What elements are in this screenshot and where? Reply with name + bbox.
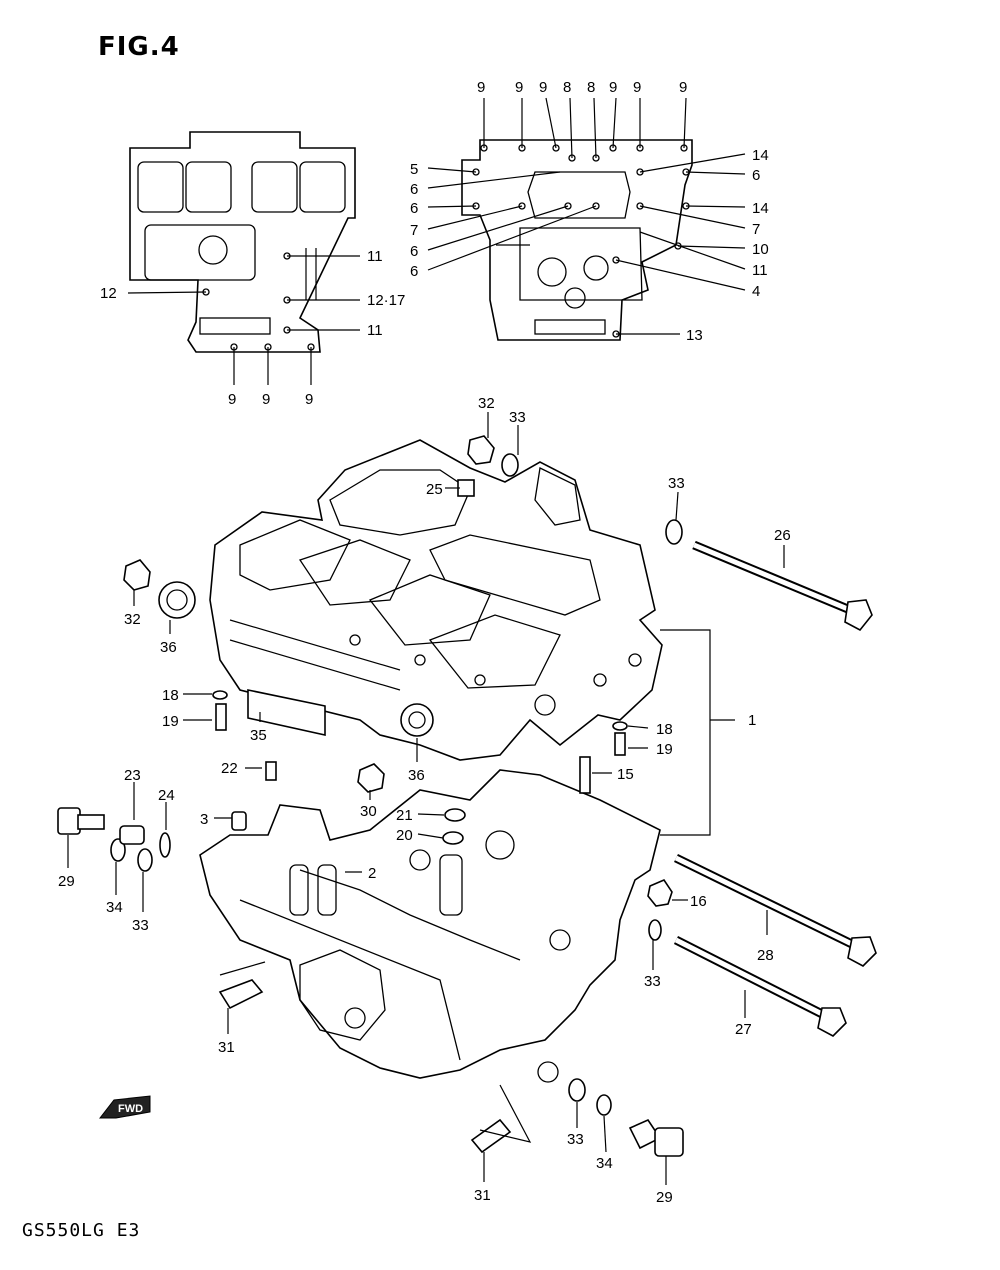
lower-crankcase	[199, 769, 661, 1083]
callout-label: 4	[752, 283, 760, 300]
fwd-arrow-icon: FWD	[98, 1095, 151, 1119]
callout-label: 11	[752, 262, 768, 279]
callout-label: 6	[752, 167, 760, 184]
callout-label: 9	[262, 391, 270, 408]
callout-label: 5	[410, 161, 418, 178]
callout-label: 27	[735, 1021, 752, 1038]
callout-label: 3	[200, 811, 208, 828]
callout-label: 33	[567, 1131, 584, 1148]
brackets-31	[218, 979, 512, 1154]
callout-label: 1	[748, 712, 756, 729]
callout-label: 18	[162, 687, 179, 704]
callout-label: 6	[410, 263, 418, 280]
callout-label: 33	[132, 917, 149, 934]
callout-label: 29	[58, 873, 75, 890]
callout-label: 33	[668, 475, 685, 492]
callout-label: 9	[228, 391, 236, 408]
callout-label: 33	[509, 409, 526, 426]
figure-title: FIG.4	[98, 32, 180, 62]
callout-label: 9	[633, 79, 641, 96]
callout-label: 9	[539, 79, 547, 96]
callout-label: 20	[396, 827, 413, 844]
callout-label: 6	[410, 181, 418, 198]
callout-label: 18	[656, 721, 673, 738]
callout-label: 10	[752, 241, 769, 258]
callout-label: 19	[656, 741, 673, 758]
callout-label: 9	[609, 79, 617, 96]
fwd-label: FWD	[118, 1103, 143, 1115]
callout-label: 22	[221, 760, 238, 777]
bolt-29-left	[57, 807, 105, 835]
callout-label: 33	[644, 973, 661, 990]
callout-label: 2	[368, 865, 376, 882]
callout-label: 19	[162, 713, 179, 730]
callout-label: 15	[617, 766, 634, 783]
bolt-28	[674, 853, 877, 967]
bolt-27	[673, 935, 847, 1037]
callout-label: 31	[474, 1187, 491, 1204]
washers	[110, 453, 683, 1116]
callout-label: 6	[410, 200, 418, 217]
model-code: GS550LG E3	[22, 1220, 141, 1241]
callout-label: 23	[124, 767, 141, 784]
callout-label: 30	[360, 803, 377, 820]
callout-label: 12·17	[367, 292, 405, 309]
callout-label: 7	[752, 221, 760, 238]
bolt-26	[692, 540, 873, 632]
callout-label: 8	[563, 79, 571, 96]
callout-label: 24	[158, 787, 175, 804]
callout-label: 31	[218, 1039, 235, 1056]
callout-label: 32	[478, 395, 495, 412]
main-leader-lines	[67, 412, 785, 1185]
callout-label: 25	[426, 481, 443, 498]
callout-label: 14	[752, 147, 769, 164]
callout-label: 32	[124, 611, 141, 628]
upper-left-leader-lines	[127, 255, 360, 385]
callout-label: 26	[774, 527, 791, 544]
callout-label: 14	[752, 200, 769, 217]
callout-label: 21	[396, 807, 413, 824]
callout-label: 35	[250, 727, 267, 744]
callout-label: 29	[656, 1189, 673, 1206]
callout-label: 36	[160, 639, 177, 656]
callout-label: 9	[515, 79, 523, 96]
nuts-and-gears	[119, 435, 673, 907]
callout-label: 11	[367, 248, 383, 265]
bolt-29-bottom	[628, 1118, 684, 1157]
callout-label: 11	[367, 322, 383, 339]
callout-label: 34	[106, 899, 123, 916]
callout-label: 8	[587, 79, 595, 96]
callout-label: 12	[100, 285, 117, 302]
callout-label: 13	[686, 327, 703, 344]
upper-case-top-view	[129, 131, 356, 353]
callout-label: 9	[305, 391, 313, 408]
lower-case-bottom-view	[461, 139, 693, 341]
callout-label: 36	[408, 767, 425, 784]
callout-label: 9	[477, 79, 485, 96]
callout-label: 28	[757, 947, 774, 964]
callout-label: 9	[679, 79, 687, 96]
callout-label: 16	[690, 893, 707, 910]
callout-label: 7	[410, 222, 418, 239]
callout-label: 6	[410, 243, 418, 260]
callout-label: 34	[596, 1155, 613, 1172]
upper-crankcase	[209, 439, 663, 761]
upper-right-leader-lines	[427, 97, 746, 335]
